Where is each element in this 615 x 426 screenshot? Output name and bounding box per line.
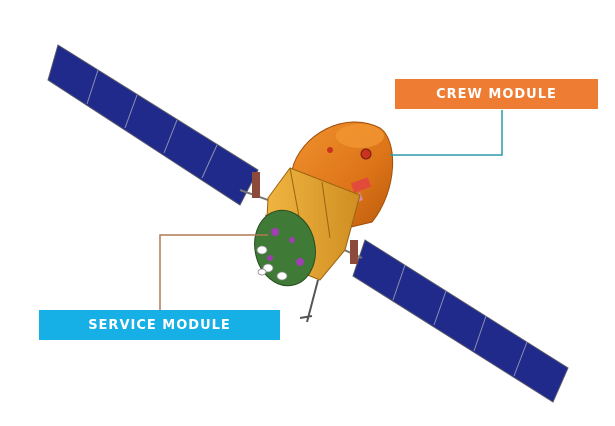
service-module-label-text: SERVICE MODULE	[88, 317, 231, 333]
service-module-label: SERVICE MODULE	[39, 310, 280, 340]
crew-module-leader-line	[390, 110, 503, 156]
crew-module-label-text: CREW MODULE	[436, 86, 557, 102]
left-solar-array	[47, 44, 283, 206]
crew-module-label: CREW MODULE	[395, 79, 598, 109]
right-solar-array	[339, 239, 569, 403]
service-module-leader-line	[159, 234, 268, 311]
service-module	[254, 167, 361, 323]
